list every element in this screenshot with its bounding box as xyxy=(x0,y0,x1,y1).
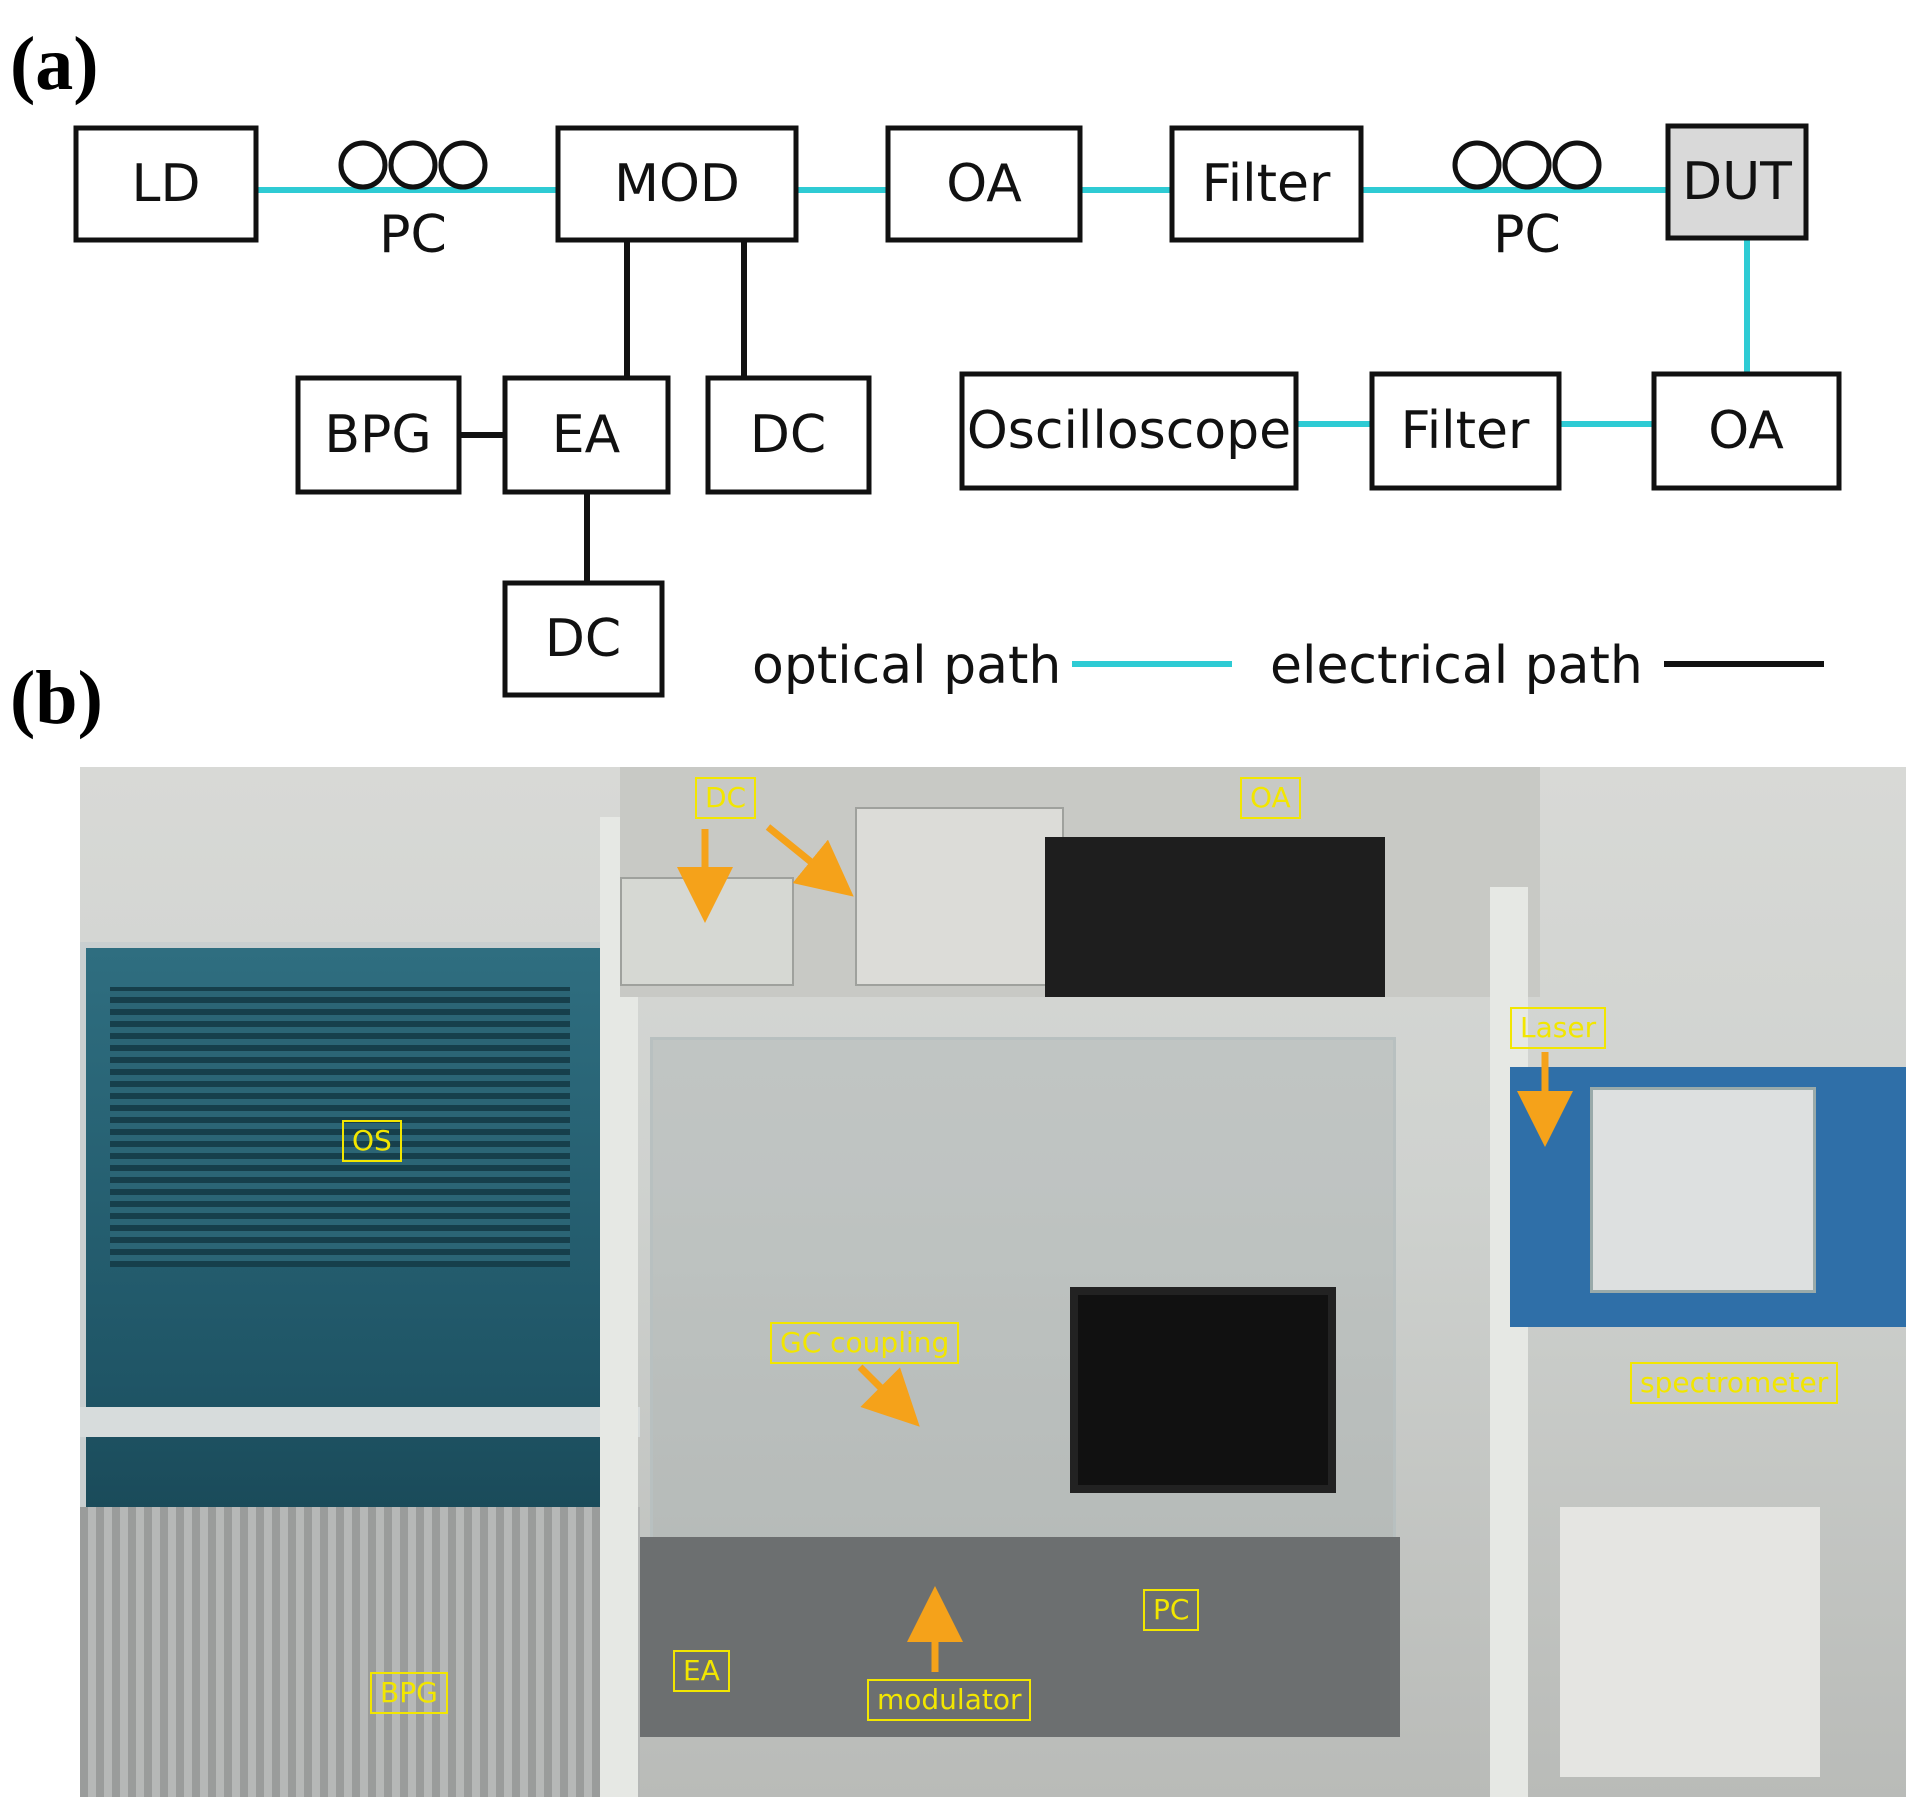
pc-loop xyxy=(1502,140,1552,190)
photo-tag-gc-coupling: GC coupling xyxy=(770,1322,960,1364)
pc-label-1: PC xyxy=(379,205,447,265)
coupling-stage xyxy=(1560,1507,1820,1777)
photo-arrows xyxy=(677,824,1573,1672)
breadboard xyxy=(640,1537,1400,1737)
pc-loop xyxy=(1452,140,1502,190)
block-dc-2: DC xyxy=(502,580,665,698)
photo-tag-spectrometer: spectrometer xyxy=(1630,1362,1839,1404)
block-oa-2: OA xyxy=(1651,371,1842,491)
block-label-ld: LD xyxy=(131,154,200,214)
polarization-controller-1 xyxy=(338,140,488,190)
pc-loop xyxy=(438,140,488,190)
oscilloscope-vent-grid xyxy=(110,987,570,1267)
block-filter-1: Filter xyxy=(1169,125,1364,243)
block-label-mod: MOD xyxy=(614,154,740,214)
monitor xyxy=(1070,1287,1336,1493)
pc-loop xyxy=(338,140,388,190)
photo-tag-bpg: BPG xyxy=(370,1672,448,1714)
block-oa-1: OA xyxy=(885,125,1083,243)
block-label-oscilloscope: Oscilloscope xyxy=(967,401,1291,461)
pc-loop xyxy=(388,140,438,190)
block-label-oa-2: OA xyxy=(1708,401,1784,461)
photo-tag-laser: Laser xyxy=(1510,1007,1607,1049)
block-filter-2: Filter xyxy=(1369,371,1562,491)
block-ld: LD xyxy=(73,125,259,243)
arrow-dc-2 xyxy=(765,824,854,897)
block-label-filter-2: Filter xyxy=(1401,401,1530,461)
photo-tag-oa: OA xyxy=(1240,777,1301,819)
block-label-bpg: BPG xyxy=(324,405,431,465)
pc-label-2: PC xyxy=(1493,205,1561,265)
optical-amplifier-stack xyxy=(1045,837,1385,997)
block-ea: EA xyxy=(502,375,671,495)
block-oscilloscope: Oscilloscope xyxy=(959,371,1299,491)
rack-pole-right xyxy=(1490,887,1528,1797)
lab-setup-photo: DC OA OS Laser GC coupling spectrometer … xyxy=(80,767,1906,1797)
pc-loop xyxy=(1552,140,1602,190)
legend-optical-label: optical path xyxy=(752,636,1061,696)
legend-electrical-label: electrical path xyxy=(1270,636,1643,696)
block-label-dut: DUT xyxy=(1682,152,1792,212)
block-label-filter-1: Filter xyxy=(1202,154,1331,214)
block-dc-1: DC xyxy=(705,375,872,495)
photo-tag-ea: EA xyxy=(673,1650,730,1692)
block-label-ea: EA xyxy=(552,405,621,465)
block-mod: MOD xyxy=(555,125,799,243)
arrow-gc-coupling xyxy=(857,1364,920,1427)
dc-source-2 xyxy=(855,807,1064,986)
block-label-dc-2: DC xyxy=(545,609,621,669)
photo-tag-os: OS xyxy=(342,1120,402,1162)
block-label-dc-1: DC xyxy=(750,405,826,465)
block-diagram: PC PC LD MOD OA Filter DUT BPG EA DC DC … xyxy=(73,123,1842,698)
polarization-controller-2 xyxy=(1452,140,1602,190)
pattern-generator-box xyxy=(80,1507,640,1797)
spectrometer-body xyxy=(1590,1087,1816,1293)
electrical-connections xyxy=(459,239,1824,667)
block-dut: DUT xyxy=(1665,123,1809,241)
block-bpg: BPG xyxy=(295,375,462,495)
photo-tag-modulator: modulator xyxy=(867,1679,1032,1721)
photo-tag-dc: DC xyxy=(695,777,757,819)
photo-tag-pc: PC xyxy=(1143,1589,1200,1631)
block-label-oa-1: OA xyxy=(946,154,1022,214)
panel-label-a: (a) xyxy=(10,22,99,106)
left-shelf xyxy=(80,1407,640,1437)
optical-connections xyxy=(256,187,1750,667)
panel-label-b: (b) xyxy=(10,656,103,740)
